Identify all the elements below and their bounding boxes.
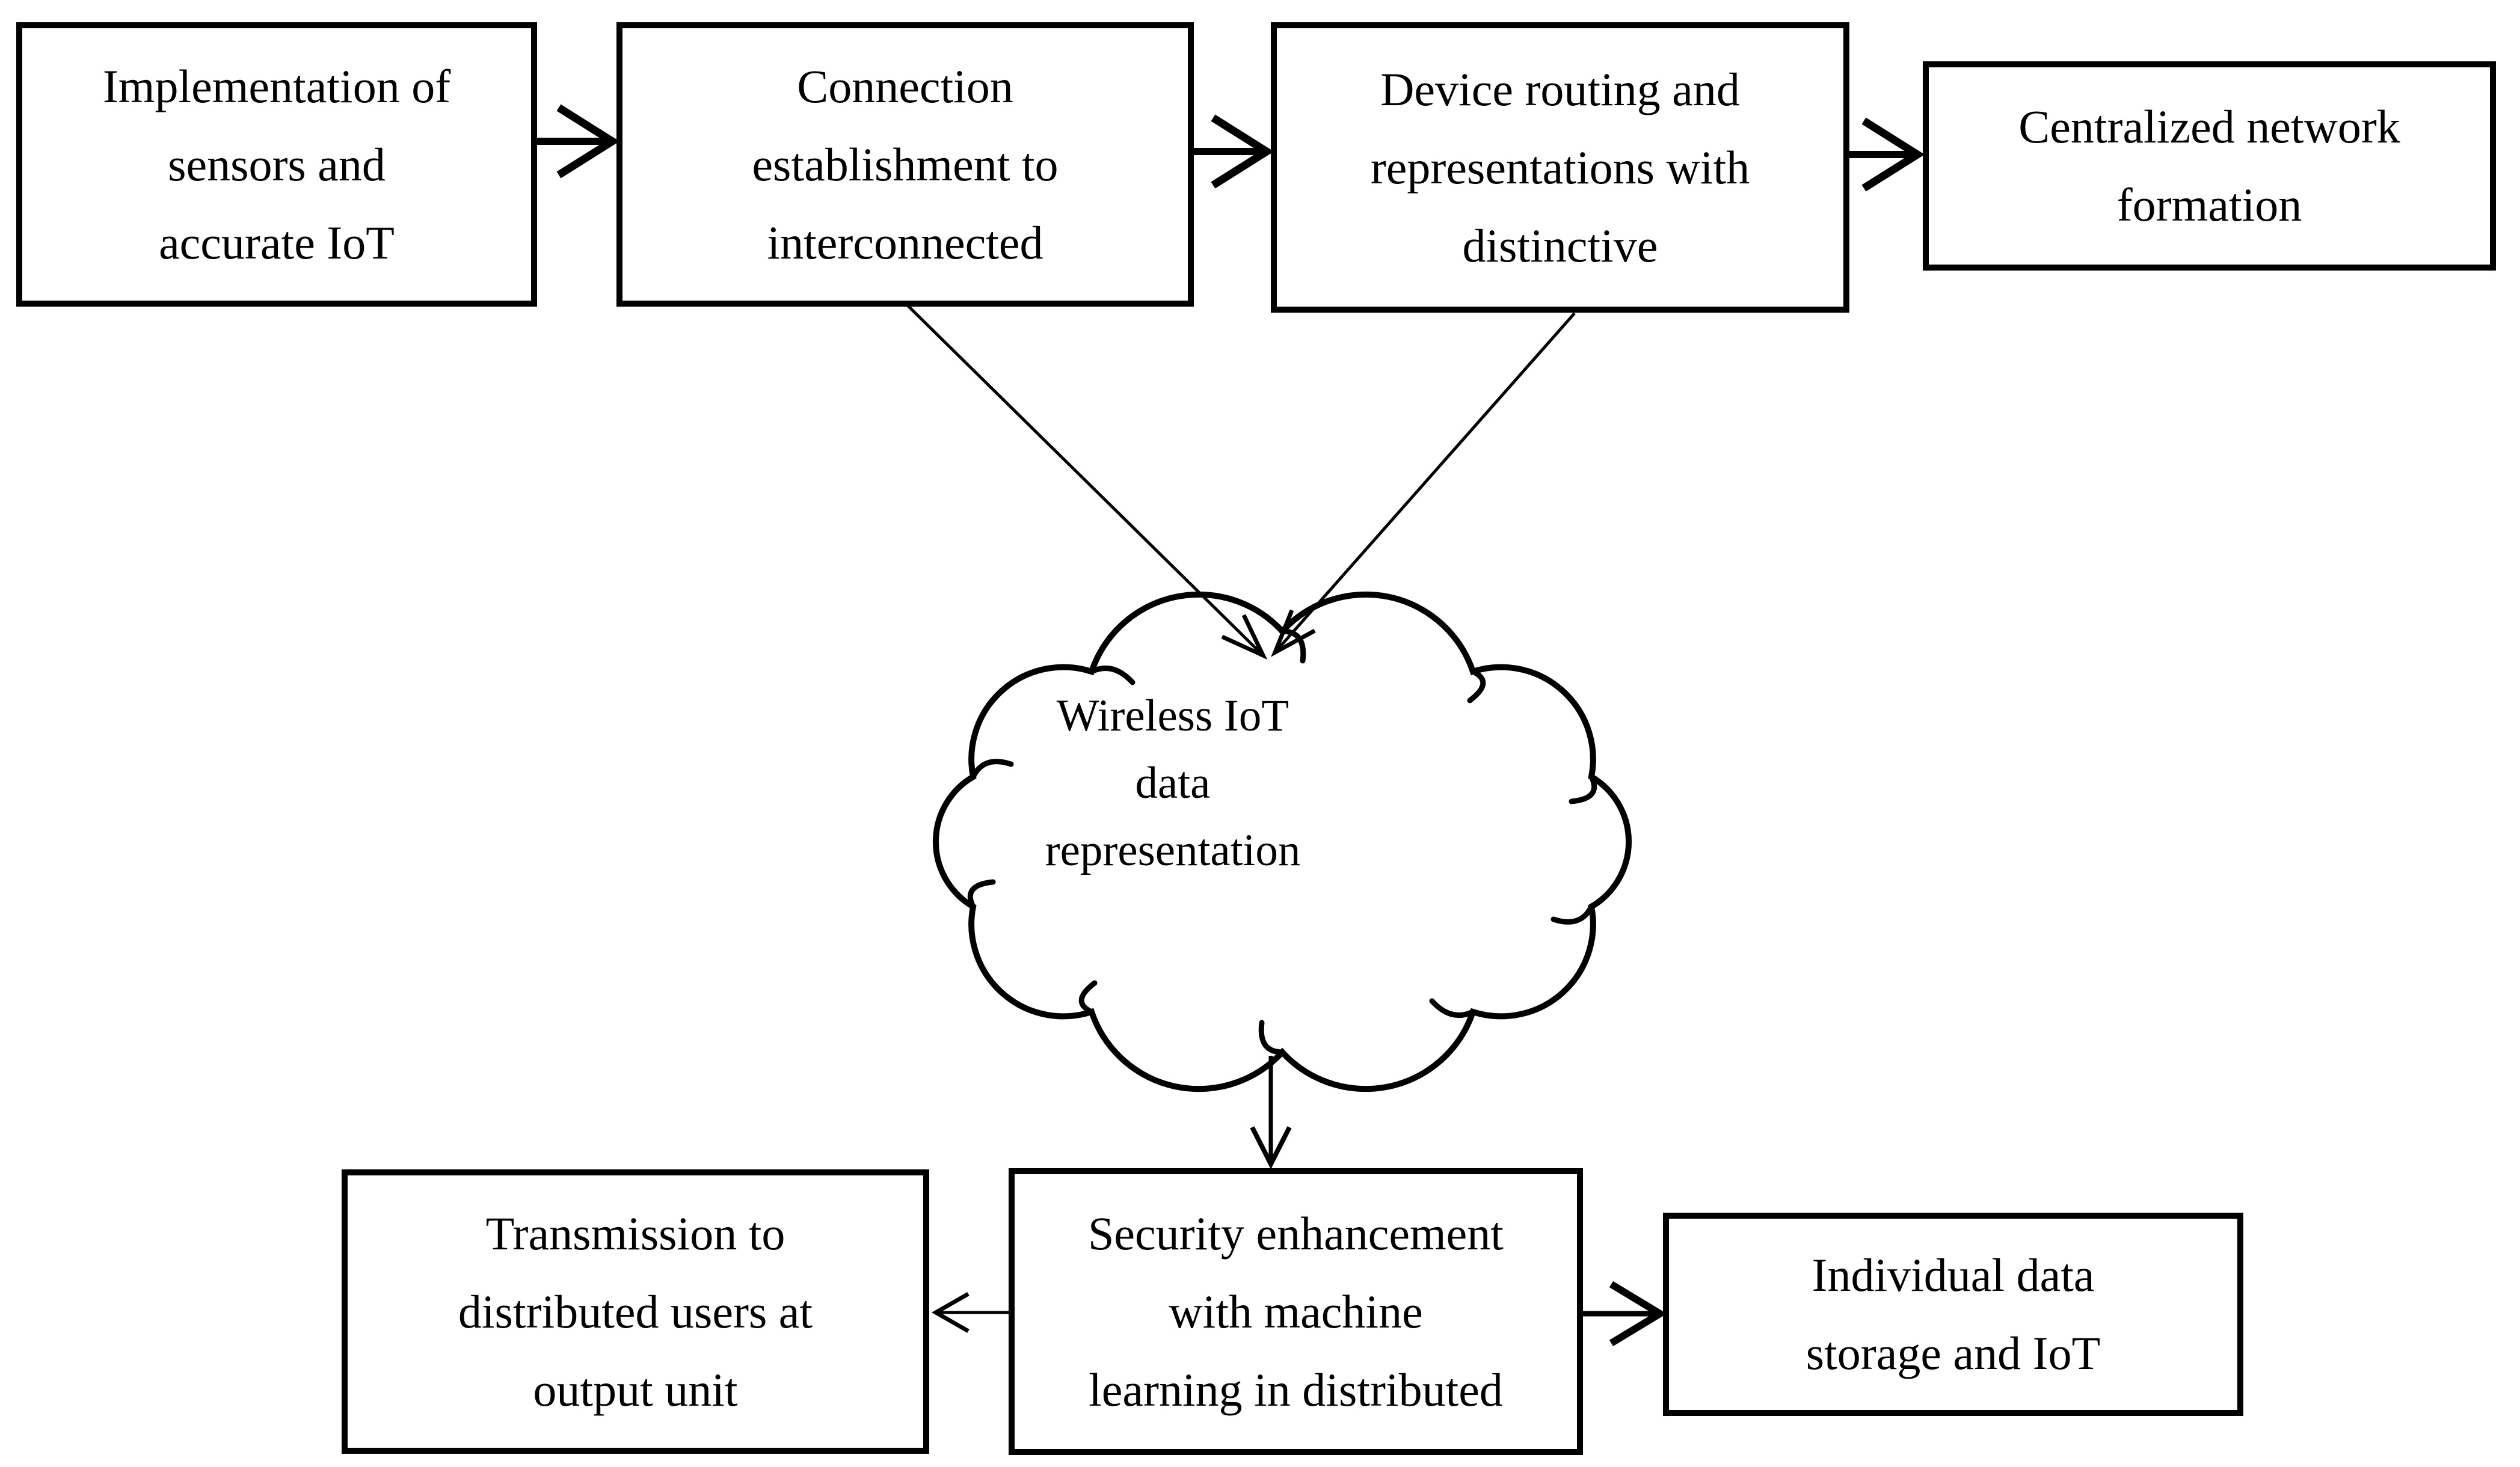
arrow-security-to-storage — [1583, 1281, 1667, 1347]
arrow-head — [556, 104, 620, 179]
node-label-line: distributed users at — [458, 1285, 813, 1338]
node-label-line: Connection — [797, 60, 1013, 112]
arrow-head — [1250, 1126, 1292, 1169]
node-implementation: Implementation of sensors and accurate I… — [16, 22, 537, 307]
node-label-line: storage and IoT — [1805, 1327, 2101, 1379]
node-label-line: sensors and — [168, 138, 386, 191]
node-label-line: output unit — [533, 1363, 738, 1416]
node-centralized: Centralized network formation — [1923, 61, 2496, 271]
node-label-line: Centralized network — [2018, 100, 2400, 153]
arrow-head — [1271, 609, 1316, 657]
node-label-line: Transmission to — [485, 1207, 785, 1260]
arrow-head — [1861, 117, 1925, 192]
arrow-shaft — [1274, 312, 1576, 654]
node-label-line: Device routing and — [1380, 63, 1740, 115]
arrow-head — [1609, 1281, 1667, 1347]
node-label-line: formation — [2116, 179, 2302, 231]
node-transmission: Transmission to distributed users at out… — [342, 1169, 929, 1454]
arrow-connection-to-routing — [1194, 114, 1274, 189]
node-label-line: learning in distributed — [1089, 1363, 1503, 1416]
node-security: Security enhancement with machine learni… — [1009, 1168, 1583, 1455]
arrow-cloud-to-security — [1250, 1056, 1292, 1169]
node-label-line: establishment to — [752, 138, 1059, 191]
node-label-line: Security enhancement — [1088, 1207, 1504, 1260]
node-label-line: Implementation of — [102, 60, 451, 112]
arrow-implementation-to-connection — [537, 104, 620, 179]
node-label-line: distinctive — [1462, 219, 1658, 272]
cloud-shape — [932, 591, 1632, 1092]
node-connection: Connection establishment to interconnect… — [616, 22, 1194, 307]
node-label-line: interconnected — [767, 216, 1043, 269]
arrow-routing-to-cloud — [1271, 312, 1576, 657]
arrow-head — [931, 1291, 970, 1334]
node-label-line: representations with — [1370, 141, 1750, 194]
arrow-head — [1221, 614, 1268, 660]
cloud-label-line: Wireless IoT — [1056, 691, 1289, 741]
cloud-label-line: data — [1135, 758, 1211, 808]
node-label-line: accurate IoT — [159, 216, 395, 269]
cloud-label-line: representation — [1045, 825, 1301, 875]
cloud-wireless-iot-label: Wireless IoT data representation — [866, 682, 1480, 884]
node-storage: Individual data storage and IoT — [1663, 1213, 2243, 1416]
arrow-head — [1211, 114, 1274, 189]
node-routing: Device routing and representations with … — [1271, 22, 1849, 313]
arrow-security-to-transmission — [931, 1291, 1009, 1334]
arrow-shaft — [906, 304, 1264, 657]
arrow-connection-to-cloud — [906, 304, 1268, 660]
arrow-routing-to-centralized — [1849, 117, 1925, 192]
node-label-line: Individual data — [1812, 1249, 2095, 1301]
node-label-line: with machine — [1169, 1285, 1423, 1338]
